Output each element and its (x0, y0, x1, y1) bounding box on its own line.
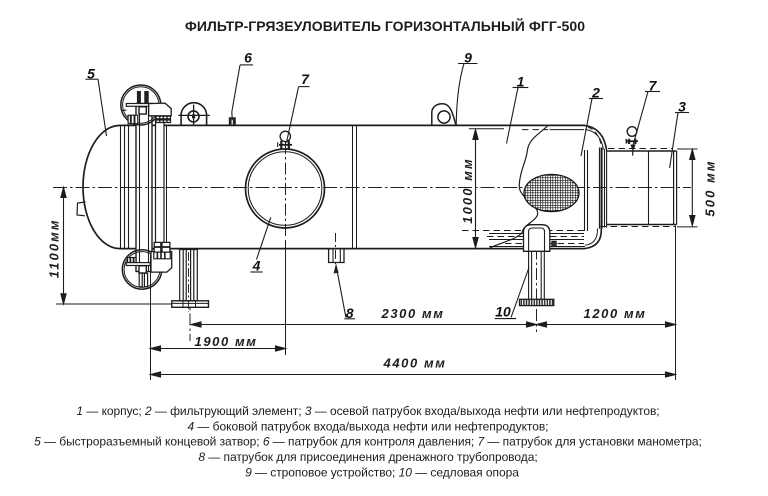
svg-text:8 — патрубок для присоединения: 8 — патрубок для присоединения дренажног… (198, 450, 537, 464)
svg-text:9 — строповое устройство; 10 —: 9 — строповое устройство; 10 — седловая … (245, 465, 519, 479)
svg-text:2: 2 (591, 85, 600, 101)
svg-text:1 — корпус; 2 — фильтрующий эл: 1 — корпус; 2 — фильтрующий элемент; 3 —… (76, 404, 659, 418)
svg-text:4 — боковой патрубок входа/вых: 4 — боковой патрубок входа/выхода нефти … (188, 419, 549, 433)
svg-text:3: 3 (678, 99, 686, 115)
svg-text:1: 1 (517, 74, 525, 90)
svg-text:1900 мм: 1900 мм (195, 334, 258, 349)
svg-text:1200 мм: 1200 мм (584, 306, 647, 321)
svg-text:4400 мм: 4400 мм (383, 356, 447, 371)
svg-text:5: 5 (87, 66, 95, 82)
svg-text:5 — быстроразъемный концевой з: 5 — быстроразъемный концевой затвор; 6 —… (34, 435, 702, 449)
svg-text:ФИЛЬТР-ГРЯЗЕУЛОВИТЕЛЬ ГОРИЗОНТ: ФИЛЬТР-ГРЯЗЕУЛОВИТЕЛЬ ГОРИЗОНТАЛЬНЫЙ ФГГ… (185, 17, 585, 34)
svg-text:7: 7 (301, 71, 310, 87)
svg-text:2300 мм: 2300 мм (381, 306, 445, 321)
svg-text:7: 7 (649, 78, 658, 94)
svg-text:8: 8 (346, 305, 354, 321)
svg-text:10: 10 (495, 304, 511, 320)
svg-text:6: 6 (244, 50, 252, 66)
svg-text:500 мм: 500 мм (703, 159, 718, 216)
svg-text:4: 4 (252, 258, 261, 274)
svg-text:1000 мм: 1000 мм (460, 157, 475, 223)
svg-text:1100мм: 1100мм (47, 218, 62, 278)
svg-text:9: 9 (464, 50, 472, 66)
